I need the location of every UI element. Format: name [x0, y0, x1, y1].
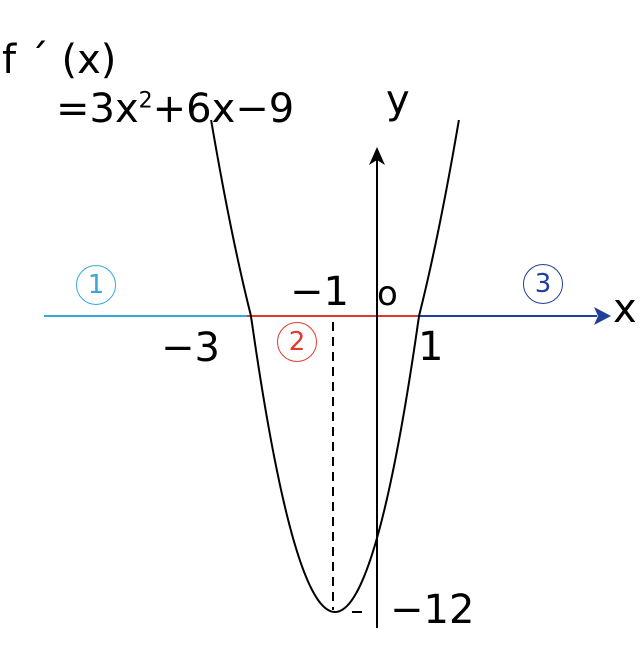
x-axis-label: x [613, 286, 637, 332]
region-1-number: 1 [87, 270, 105, 300]
region-2-marker: 2 [277, 322, 317, 362]
region-3-marker: 3 [523, 264, 563, 304]
region-3-number: 3 [534, 269, 552, 299]
function-name: f ´ (x) [2, 37, 117, 83]
y-axis-label: y [386, 77, 410, 123]
parabola-curve [210, 119, 460, 614]
tick-label-minus1: −1 [290, 269, 349, 315]
region-2-number: 2 [288, 327, 306, 357]
tick-label-1: 1 [418, 324, 444, 370]
formula-suffix: +6x−9 [152, 86, 295, 132]
formula-prefix: =3x [56, 86, 139, 132]
x-axis-arrowhead [594, 307, 611, 325]
origin-label: o [377, 274, 398, 314]
y-axis-arrowhead [369, 147, 385, 165]
region-1-marker: 1 [76, 265, 116, 305]
formula-exponent: 2 [138, 88, 153, 114]
tick-label-minus3: −3 [161, 325, 220, 371]
tick-label-minus12: −12 [390, 587, 475, 633]
function-formula: =3x2+6x−9 [56, 89, 294, 129]
